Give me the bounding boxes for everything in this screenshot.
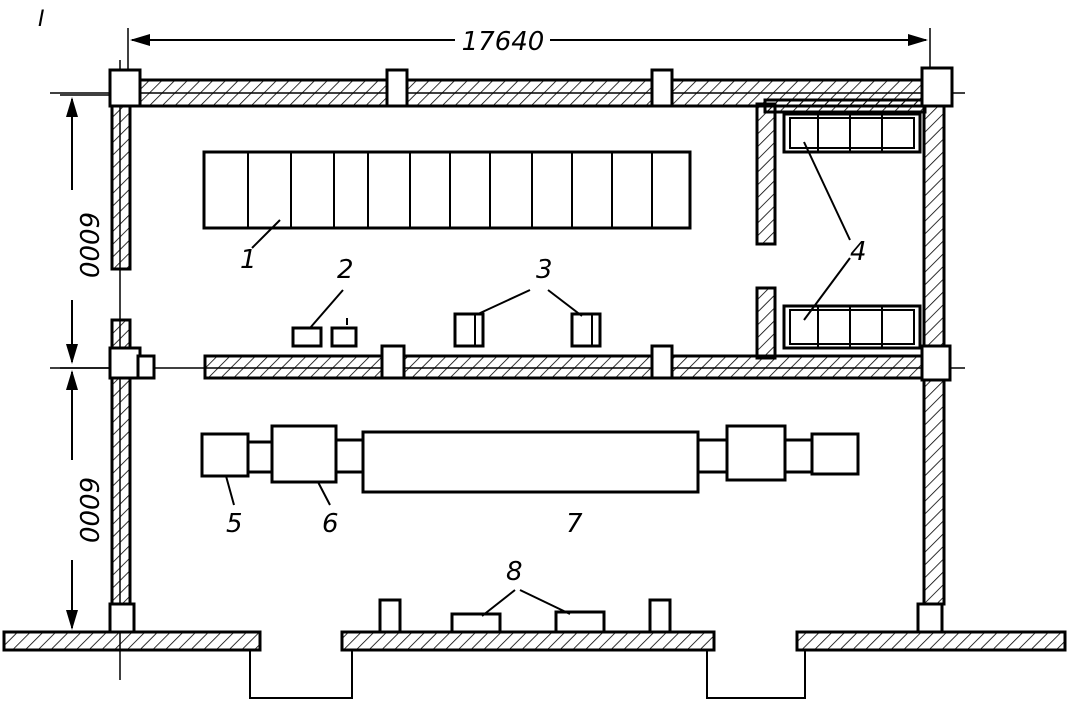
foundation-left	[249, 650, 353, 699]
label-8: 8	[506, 557, 523, 587]
item-8-units	[450, 610, 606, 634]
height-top-dimension-label: 6000	[73, 212, 103, 278]
label-6: 6	[322, 509, 339, 539]
dimension-height-top: 6000	[60, 94, 130, 364]
leader-lines	[225, 141, 851, 617]
machine-unit-assembly	[200, 424, 860, 494]
label-3: 3	[536, 255, 553, 285]
width-dimension-label: 17640	[462, 27, 545, 57]
item-1-cabinet-row	[202, 150, 692, 230]
height-bottom-dimension-label: 6000	[73, 477, 103, 543]
item-7-unit	[361, 430, 700, 494]
label-5: 5	[226, 509, 243, 539]
item-3-units	[453, 312, 602, 348]
item-5-unit	[200, 432, 250, 478]
foundation-right	[706, 650, 806, 699]
item-6-unit	[270, 424, 338, 484]
item-4-cabinets	[782, 112, 922, 350]
label-2: 2	[337, 255, 354, 285]
item-2-small-units	[291, 326, 358, 348]
corner-mark: I	[38, 7, 45, 32]
label-4: 4	[850, 237, 867, 267]
columns	[108, 66, 954, 634]
label-1: 1	[240, 245, 257, 275]
dimension-width: 17640	[127, 27, 931, 75]
label-7: 7	[566, 509, 583, 539]
